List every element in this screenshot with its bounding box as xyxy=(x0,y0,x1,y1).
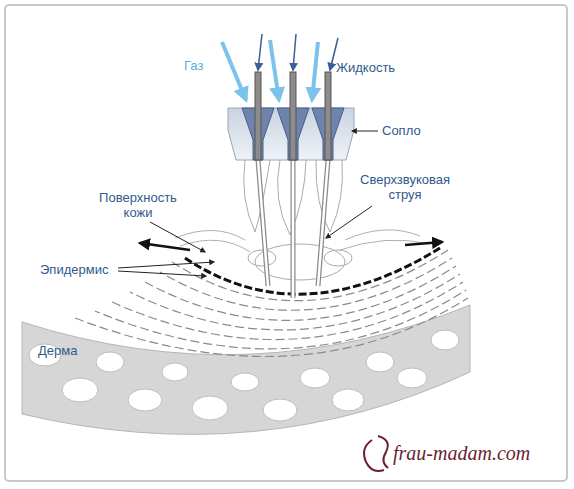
cell xyxy=(96,352,124,372)
jet xyxy=(258,160,268,286)
liquid-arrows xyxy=(258,34,338,70)
cell-row xyxy=(112,282,463,340)
leader-line xyxy=(352,131,378,132)
gas-arrow xyxy=(312,42,318,100)
nozzle-tubes xyxy=(255,72,331,160)
gas-arrow xyxy=(270,40,279,100)
spread-arrow xyxy=(405,242,442,245)
cell xyxy=(231,373,259,391)
gas-arrow xyxy=(222,42,246,100)
cell xyxy=(62,378,98,402)
jet xyxy=(291,160,296,298)
epidermis-surface xyxy=(185,248,440,294)
nozzle-label: Сопло xyxy=(382,123,452,138)
cell-row xyxy=(75,298,468,357)
cell xyxy=(128,389,162,411)
cell xyxy=(332,389,364,411)
cell xyxy=(431,330,459,350)
gas-label: Газ xyxy=(184,58,224,73)
wave xyxy=(180,240,250,252)
swirl xyxy=(248,250,276,266)
leader-line xyxy=(150,222,205,252)
wave xyxy=(175,230,245,240)
jet xyxy=(318,160,328,286)
frame xyxy=(5,5,567,481)
liquid-arrow xyxy=(293,34,296,70)
leader-line xyxy=(326,206,372,238)
wave xyxy=(345,230,420,240)
jet-label: Сверхзвуковая струя xyxy=(345,172,465,202)
tube xyxy=(325,72,331,160)
watermark: frau-madam.com xyxy=(393,442,563,465)
dermis-label: Дерма xyxy=(38,343,108,358)
liquid-arrow xyxy=(258,34,262,70)
gas-arrows xyxy=(222,40,318,100)
epidermis-label: Эпидермис xyxy=(40,262,130,277)
dermis-layer xyxy=(22,305,470,434)
watermark-logo xyxy=(364,436,388,471)
tube xyxy=(255,72,261,160)
dermis-cells xyxy=(29,330,459,421)
tube xyxy=(290,72,296,160)
cell xyxy=(263,399,297,421)
skin-surface-label: Поверхность кожи xyxy=(88,190,188,220)
jet xyxy=(318,160,328,286)
cell xyxy=(162,363,188,381)
swirl xyxy=(324,250,352,266)
spread-arrow xyxy=(140,243,190,250)
jet xyxy=(292,160,295,298)
liquid-label: Жидкость xyxy=(336,60,426,75)
cell xyxy=(366,352,394,372)
jet xyxy=(258,160,268,286)
logo-curve xyxy=(364,440,384,471)
surface-waves xyxy=(175,230,430,252)
jets xyxy=(258,160,328,298)
leader-line xyxy=(118,271,206,276)
cell xyxy=(397,368,427,388)
leader-line xyxy=(118,262,214,268)
logo-curve xyxy=(378,436,388,468)
cell xyxy=(192,396,228,420)
cell-row xyxy=(95,290,466,349)
cell xyxy=(300,368,330,388)
